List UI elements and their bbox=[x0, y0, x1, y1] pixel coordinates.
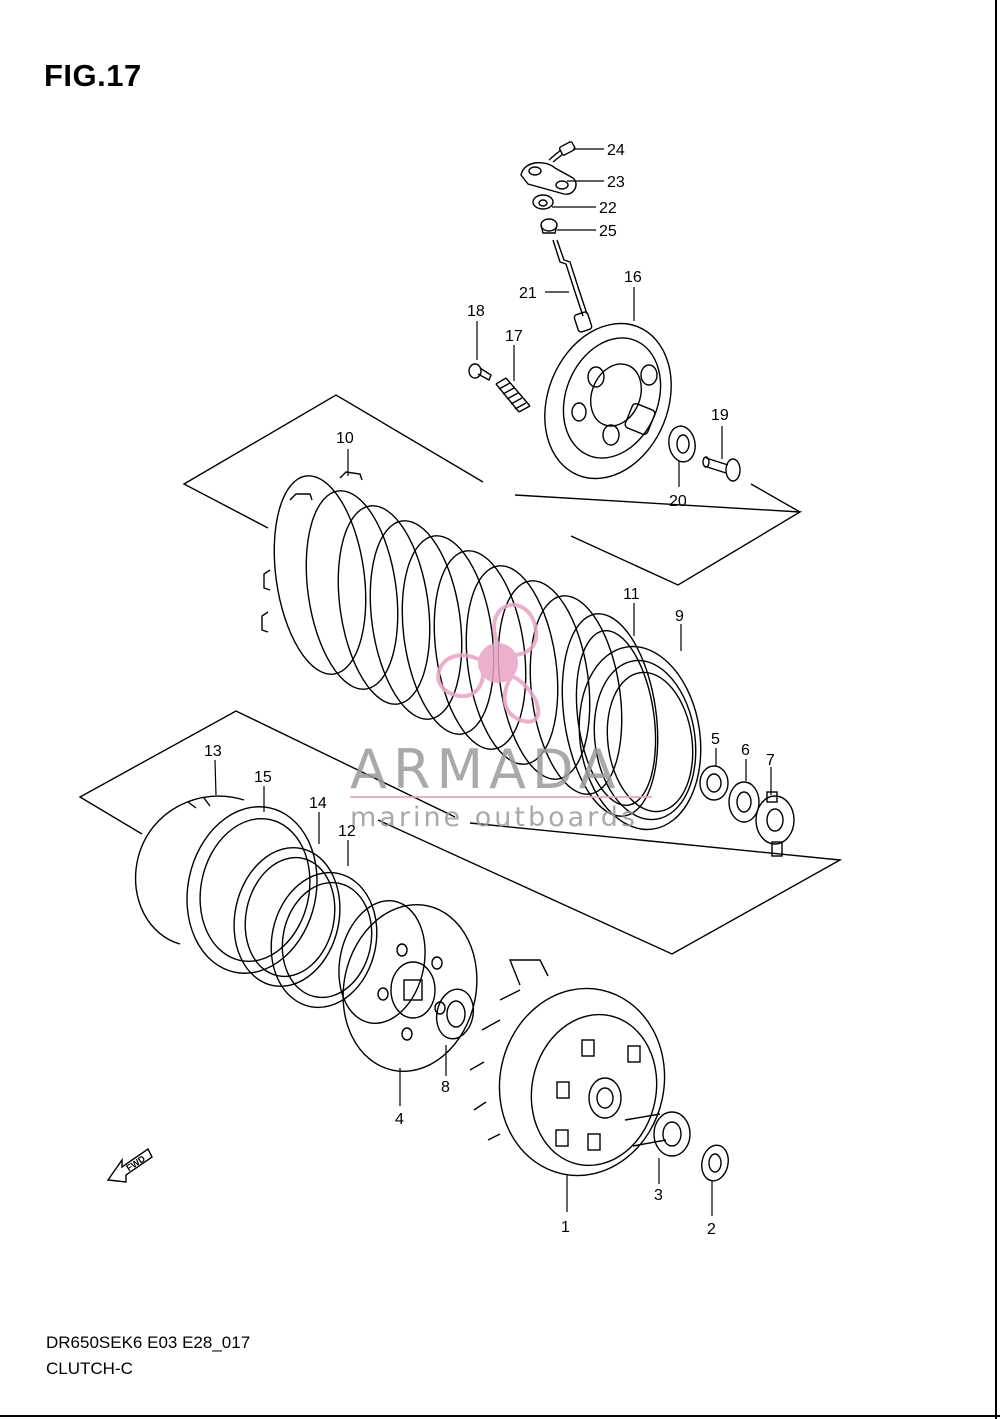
part-4-clutch-hub bbox=[338, 900, 478, 1073]
frame-bottom-edge bbox=[0, 1415, 1000, 1417]
part-15-spring-seat bbox=[186, 806, 318, 974]
part-14-judder-spring bbox=[233, 846, 341, 988]
callout-12: 12 bbox=[338, 823, 356, 840]
fwd-label: FWD bbox=[124, 1153, 147, 1173]
part-17-spring bbox=[495, 377, 531, 413]
callout-6: 6 bbox=[741, 742, 750, 759]
part-16-pressure-plate bbox=[544, 322, 672, 480]
callout-17: 17 bbox=[505, 328, 523, 345]
part-21-release-rod bbox=[552, 239, 593, 333]
callout-21: 21 bbox=[519, 285, 537, 302]
callout-18: 18 bbox=[467, 303, 485, 320]
callout-24: 24 bbox=[607, 142, 625, 159]
part-20-bearing bbox=[668, 425, 696, 463]
callout-13: 13 bbox=[204, 743, 222, 760]
callout-9: 9 bbox=[675, 608, 684, 625]
part-3-spacer bbox=[624, 1111, 691, 1157]
callout-5: 5 bbox=[711, 731, 720, 748]
frame-right-edge bbox=[995, 0, 997, 1419]
part-7-lock-washer bbox=[755, 791, 795, 857]
callout-19: 19 bbox=[711, 407, 729, 424]
part-23-bracket bbox=[520, 162, 577, 195]
part-19-bolt bbox=[702, 456, 741, 482]
part-22-nut bbox=[532, 194, 554, 210]
callout-15: 15 bbox=[254, 769, 272, 786]
model-code: DR650SEK6 E03 E28_017 bbox=[46, 1333, 251, 1352]
callout-1: 1 bbox=[561, 1219, 570, 1236]
watermark-brand: ARMADA bbox=[350, 738, 622, 801]
section-name: CLUTCH-C bbox=[46, 1359, 133, 1378]
part-13-snap-ring bbox=[134, 795, 245, 945]
callout-22: 22 bbox=[599, 200, 617, 217]
upper-assembly-outline bbox=[182, 394, 803, 586]
callout-20: 20 bbox=[669, 493, 687, 510]
callout-11: 11 bbox=[623, 586, 640, 603]
callout-25: 25 bbox=[599, 223, 617, 240]
callout-numbers: 24 23 22 25 21 16 18 17 19 20 10 11 9 5 … bbox=[204, 142, 775, 1238]
callout-4: 4 bbox=[395, 1111, 404, 1128]
callout-16: 16 bbox=[624, 269, 642, 286]
callout-8: 8 bbox=[441, 1079, 450, 1096]
watermark-logo-icon bbox=[436, 602, 541, 724]
part-11-driven-plates bbox=[561, 613, 659, 817]
figure-title: FIG.17 bbox=[44, 58, 142, 93]
part-10-drive-plates bbox=[261, 471, 623, 795]
watermark: ARMADA marine outboards bbox=[350, 602, 652, 833]
callout-3: 3 bbox=[654, 1187, 663, 1204]
part-5-nut bbox=[699, 765, 729, 801]
callout-2: 2 bbox=[707, 1221, 716, 1238]
part-1-clutch-housing bbox=[469, 959, 666, 1177]
fwd-arrow-icon bbox=[106, 1147, 153, 1183]
part-12-ring bbox=[270, 871, 378, 1009]
callout-7: 7 bbox=[766, 752, 775, 769]
part-24-bolt bbox=[548, 141, 576, 163]
lower-assembly-outline bbox=[78, 710, 843, 955]
part-9-plate bbox=[578, 645, 702, 831]
callout-10: 10 bbox=[336, 430, 354, 447]
part-2-washer bbox=[701, 1144, 729, 1182]
callout-23: 23 bbox=[607, 174, 625, 191]
part-6-washer bbox=[728, 781, 760, 823]
part-18-screw bbox=[468, 363, 492, 381]
watermark-tagline: marine outboards bbox=[350, 802, 638, 833]
part-25-bushing bbox=[540, 218, 558, 234]
callout-14: 14 bbox=[309, 795, 327, 812]
part-8-washer bbox=[435, 988, 475, 1040]
leader-lines bbox=[214, 148, 772, 1216]
